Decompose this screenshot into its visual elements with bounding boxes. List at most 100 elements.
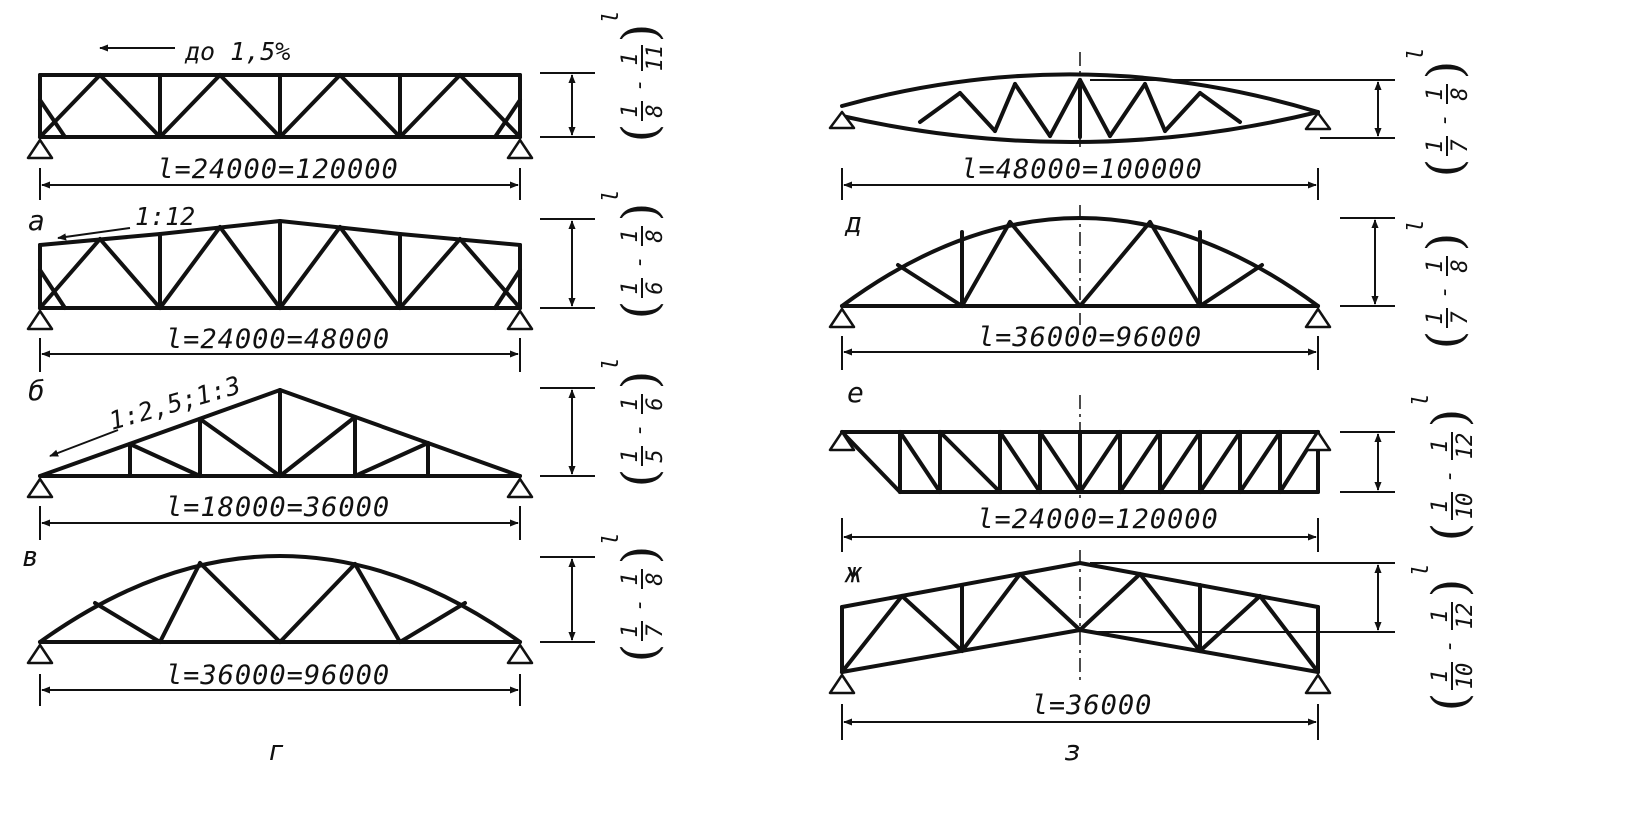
svg-text:1: 1 xyxy=(1423,139,1448,152)
svg-text:l: l xyxy=(599,189,624,202)
height-ratio-zh: ( 1 10 - 1 12 ) l xyxy=(1409,393,1478,541)
svg-text:-: - xyxy=(1437,639,1462,652)
support-right-b xyxy=(506,309,534,331)
truss-b: а 1:12 l=24000=48000 xyxy=(26,189,668,372)
svg-text:11: 11 xyxy=(643,45,668,72)
svg-text:): ) xyxy=(1417,61,1473,80)
support-left-e xyxy=(828,307,856,329)
svg-text:10: 10 xyxy=(1453,663,1478,690)
svg-text:1: 1 xyxy=(618,104,643,117)
truss-z: ж l=36000 ( 1 xyxy=(828,550,1478,767)
svg-text:): ) xyxy=(1417,233,1473,252)
svg-text:1: 1 xyxy=(618,229,643,242)
height-ratio-v: ( 1 5 - 1 6 ) l xyxy=(599,357,668,487)
svg-text:(: ( xyxy=(612,469,668,488)
truss-label-a: а xyxy=(28,204,45,237)
svg-text:1: 1 xyxy=(618,449,643,462)
support-right-g xyxy=(506,643,534,665)
svg-text:12: 12 xyxy=(1453,433,1478,460)
svg-text:8: 8 xyxy=(643,229,668,242)
svg-text:l: l xyxy=(1409,563,1434,576)
span-label-a: l=24000=120000 xyxy=(157,154,399,185)
truss-g: в l=36000=96000 ( 1 7 - 1 8 ) xyxy=(22,532,668,767)
svg-text:l: l xyxy=(1409,393,1434,406)
svg-text:(: ( xyxy=(1422,693,1478,712)
svg-text:l: l xyxy=(599,357,624,370)
support-left-zh xyxy=(828,430,856,452)
support-right-v xyxy=(506,477,534,499)
svg-text:(: ( xyxy=(612,124,668,143)
truss-e-members xyxy=(840,216,1320,308)
svg-text:1: 1 xyxy=(618,624,643,637)
truss-e: д l=36000=96000 ( 1 7 - 1 xyxy=(828,205,1473,370)
truss-v-members xyxy=(38,388,522,478)
svg-text:(: ( xyxy=(1417,331,1473,350)
truss-label-z: з xyxy=(1064,734,1081,767)
support-right-e xyxy=(1304,307,1332,329)
truss-a-members xyxy=(38,73,522,139)
svg-text:1: 1 xyxy=(618,281,643,294)
support-right-z xyxy=(1304,673,1332,695)
support-left-d xyxy=(828,110,856,130)
truss-label-b: б xyxy=(28,374,45,407)
span-label-b: l=24000=48000 xyxy=(166,324,390,355)
svg-text:): ) xyxy=(1422,409,1478,428)
truss-label-v: в xyxy=(22,540,39,573)
support-left-v xyxy=(26,477,54,499)
truss-zh-members xyxy=(840,430,1320,494)
svg-text:12: 12 xyxy=(1453,603,1478,630)
svg-text:6: 6 xyxy=(643,397,668,410)
slope-label-a: до 1,5% xyxy=(184,37,290,66)
height-ratio-g: ( 1 7 - 1 8 ) l xyxy=(599,532,668,662)
truss-label-g: г xyxy=(268,734,285,767)
slope-label-b: 1:12 xyxy=(135,202,195,231)
truss-label-e: е xyxy=(847,376,864,409)
support-right-a xyxy=(506,138,534,160)
truss-z-members xyxy=(840,561,1320,674)
svg-text:(: ( xyxy=(1417,159,1473,178)
truss-g-members xyxy=(38,554,522,644)
svg-text:8: 8 xyxy=(643,572,668,585)
height-ratio-z: ( 1 10 - 1 12 ) l xyxy=(1409,563,1478,711)
support-right-zh xyxy=(1304,430,1332,452)
support-left-b xyxy=(26,309,54,331)
height-ratio-a: ( 1 8 - 1 11 ) l xyxy=(599,10,668,142)
svg-text:l: l xyxy=(599,10,624,23)
span-label-z: l=36000 xyxy=(1032,690,1153,721)
svg-text:7: 7 xyxy=(1448,139,1473,153)
truss-a: до 1,5% l=24000=120000 xyxy=(26,10,668,200)
truss-zh: е l xyxy=(828,376,1478,552)
height-ratio-b: ( 1 6 - 1 8 ) l xyxy=(599,189,668,319)
svg-text:1: 1 xyxy=(1428,499,1453,512)
support-left-z xyxy=(828,673,856,695)
span-label-v: l=18000=36000 xyxy=(166,492,390,523)
svg-text:-: - xyxy=(627,78,652,91)
svg-text:(: ( xyxy=(612,644,668,663)
svg-text:-: - xyxy=(1432,113,1457,126)
truss-label-d: д xyxy=(844,206,862,239)
svg-text:-: - xyxy=(627,423,652,436)
truss-v: б 1:2,5;1:3 l=18000=36000 ( 1 xyxy=(26,357,668,540)
svg-text:8: 8 xyxy=(1448,259,1473,272)
truss-b-members xyxy=(38,219,522,310)
support-right-d xyxy=(1304,111,1332,131)
svg-text:1: 1 xyxy=(618,397,643,410)
svg-text:(: ( xyxy=(1422,523,1478,542)
svg-text:1: 1 xyxy=(1423,311,1448,324)
svg-text:1: 1 xyxy=(1428,609,1453,622)
svg-text:8: 8 xyxy=(1448,87,1473,100)
svg-text:7: 7 xyxy=(1448,311,1473,325)
span-label-zh: l=24000=120000 xyxy=(977,504,1219,535)
svg-text:): ) xyxy=(612,371,668,390)
span-label-g: l=36000=96000 xyxy=(166,660,390,691)
svg-text:l: l xyxy=(1404,47,1429,60)
height-ratio-e: ( 1 7 - 1 8 ) l xyxy=(1404,219,1473,349)
svg-text:5: 5 xyxy=(643,449,668,462)
slope-arrow-v xyxy=(49,429,119,457)
truss-label-zh: ж xyxy=(844,556,863,589)
svg-text:): ) xyxy=(612,203,668,222)
svg-text:-: - xyxy=(627,255,652,268)
svg-text:6: 6 xyxy=(643,281,668,294)
svg-text:1: 1 xyxy=(618,572,643,585)
